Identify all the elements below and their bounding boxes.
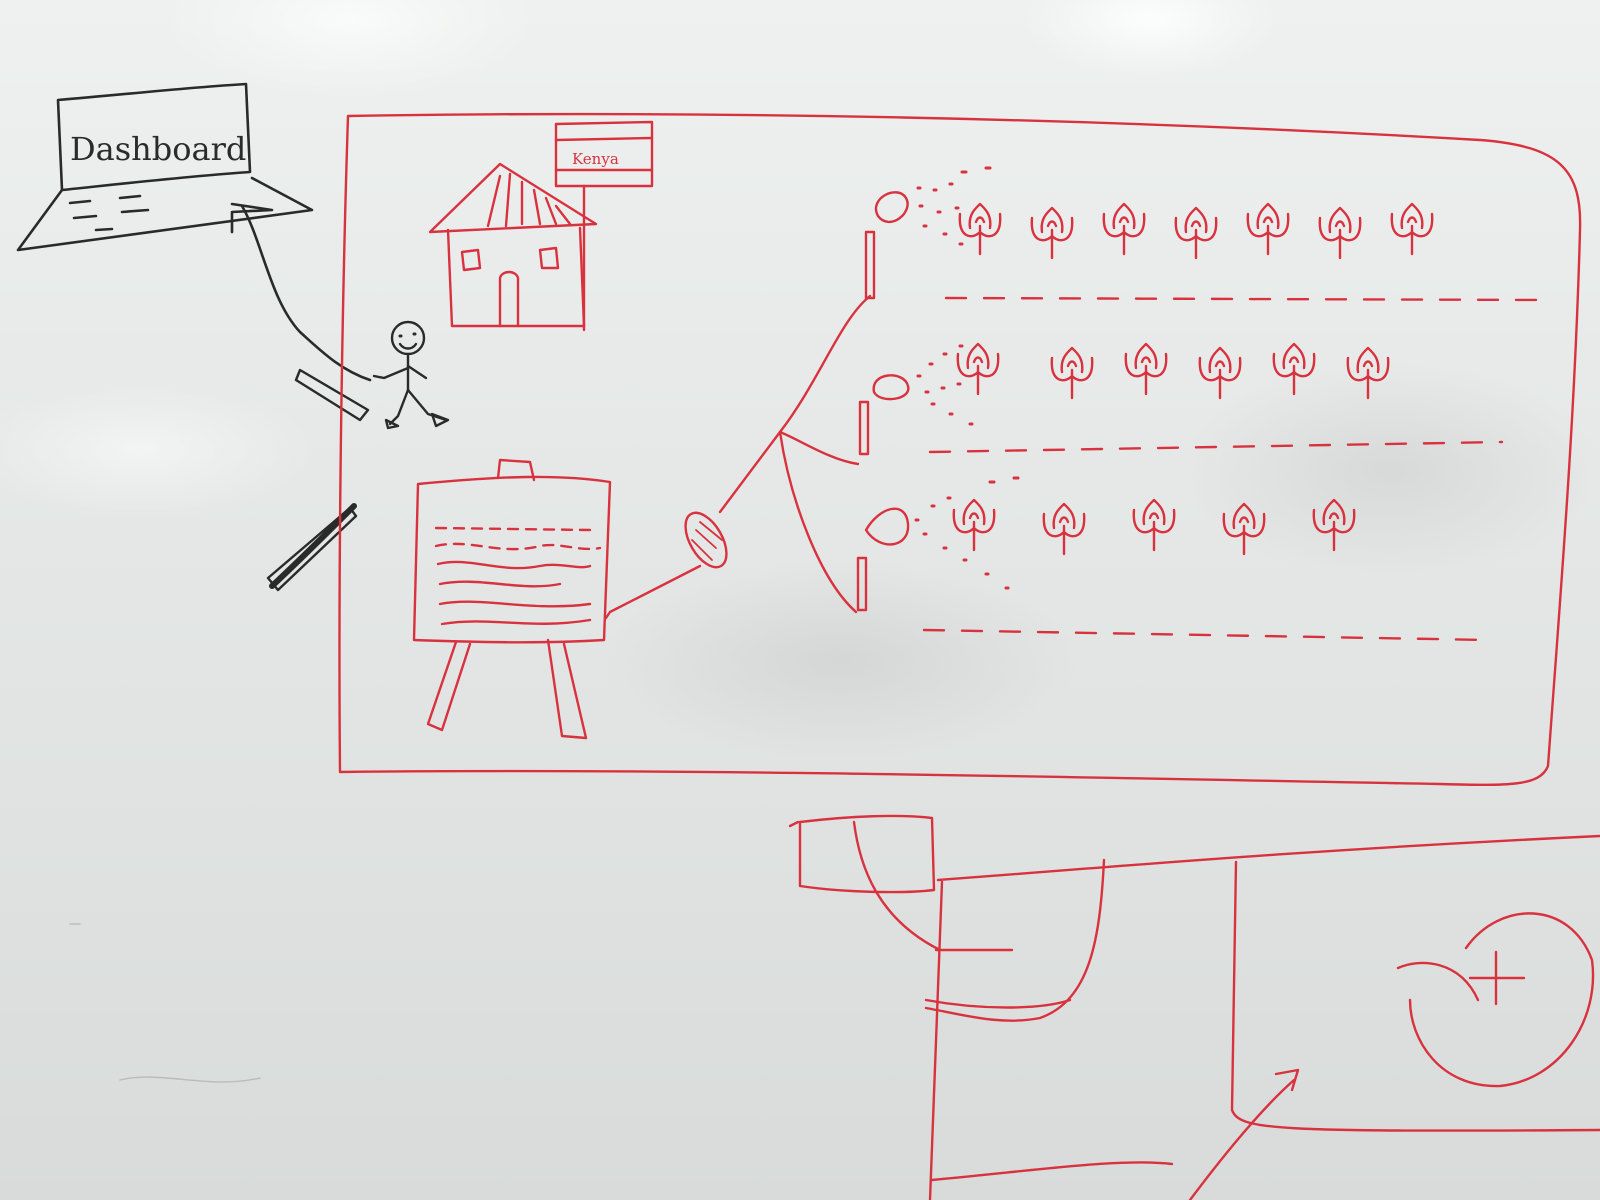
card-icon	[788, 814, 942, 952]
plant-icon	[1318, 206, 1362, 260]
plant-icon	[1222, 502, 1266, 556]
pipe-network	[778, 294, 872, 614]
sprinkler-icon	[856, 191, 910, 612]
plant-icon	[1030, 206, 1074, 260]
laptop-icon: Dashboard	[16, 82, 372, 382]
stick-person-icon	[372, 320, 450, 430]
kenya-flag-icon: Kenya	[554, 120, 654, 332]
plant-icon	[952, 498, 996, 552]
plant-icon	[1174, 206, 1218, 260]
plant-icon	[1132, 498, 1176, 552]
plant-rows	[952, 202, 1434, 556]
plant-icon	[1346, 346, 1390, 400]
add-circle-icon	[1396, 912, 1595, 1088]
plant-icon	[1124, 342, 1168, 396]
water-spray	[914, 166, 1020, 590]
microphone-icon	[604, 430, 782, 620]
flag-label: Kenya	[572, 150, 619, 168]
main-frame	[338, 112, 1582, 787]
laptop-screen-label: Dashboard	[70, 130, 246, 168]
house-icon	[428, 162, 598, 328]
notice-board-icon	[412, 458, 612, 740]
plant-icon	[1272, 342, 1316, 396]
plant-icon	[1198, 346, 1242, 400]
plant-icon	[1312, 498, 1356, 552]
plant-icon	[1050, 346, 1094, 400]
lower-frame	[924, 834, 1600, 1200]
plant-icon	[958, 202, 1002, 256]
plant-icon	[1102, 202, 1146, 256]
pointer-stroke	[266, 368, 370, 592]
row-dividers	[922, 296, 1548, 642]
plant-icon	[1042, 502, 1086, 556]
plant-icon	[1246, 202, 1290, 256]
plant-icon	[1390, 202, 1434, 256]
plant-icon	[956, 342, 1000, 396]
